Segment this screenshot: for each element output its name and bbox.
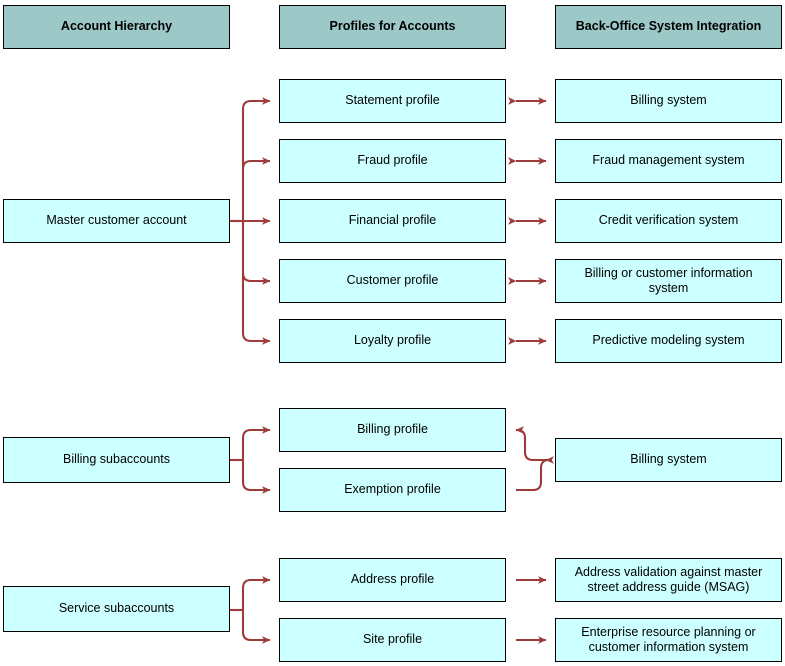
node-label: Exemption profile <box>344 482 441 497</box>
node-label: Enterprise resource planning or customer… <box>581 624 756 654</box>
node-predictive-modeling-system[interactable]: Predictive modeling system <box>555 319 782 363</box>
node-label: Master customer account <box>46 213 187 228</box>
connector-billing-system-to-billing-profile <box>515 426 546 462</box>
node-label: Billing profile <box>357 422 428 437</box>
connector-master-to-statement <box>241 97 271 110</box>
node-label: Credit verification system <box>598 213 739 228</box>
node-label: Billing system <box>630 452 707 467</box>
node-label: Loyalty profile <box>353 333 432 348</box>
column-header-label: Back-Office System Integration <box>575 19 762 34</box>
node-billing-system-shared[interactable]: Billing system <box>555 438 782 482</box>
node-label: Site profile <box>362 632 423 647</box>
connector-master-to-fraud <box>241 157 271 170</box>
column-header-account-hierarchy: Account Hierarchy <box>3 5 230 49</box>
node-address-profile[interactable]: Address profile <box>279 558 506 602</box>
connector-exemption-profile-to-billing-system <box>516 456 554 492</box>
connector-master-to-customer <box>241 272 271 285</box>
node-billing-system-statement[interactable]: Billing system <box>555 79 782 123</box>
node-msag-address-validation[interactable]: Address validation against master street… <box>555 558 782 602</box>
node-label: Customer profile <box>346 273 439 288</box>
node-label: Billing subaccounts <box>62 452 170 467</box>
node-erp-or-customer-information-system[interactable]: Enterprise resource planning or customer… <box>555 618 782 662</box>
node-label: Fraud management system <box>592 153 745 168</box>
column-header-profiles-for-accounts: Profiles for Accounts <box>279 5 506 49</box>
column-header-back-office-system-integration: Back-Office System Integration <box>555 5 782 49</box>
node-master-customer-account[interactable]: Master customer account <box>3 199 230 243</box>
connector-billing-to-exemption-profile <box>241 481 271 494</box>
connector-master-to-loyalty <box>241 332 271 345</box>
node-label: Fraud profile <box>357 153 428 168</box>
node-statement-profile[interactable]: Statement profile <box>279 79 506 123</box>
node-loyalty-profile[interactable]: Loyalty profile <box>279 319 506 363</box>
node-credit-verification-system[interactable]: Credit verification system <box>555 199 782 243</box>
connector-service-to-site-profile <box>241 631 271 644</box>
node-label: Statement profile <box>345 93 440 108</box>
node-label: Billing system <box>630 93 707 108</box>
node-service-subaccounts[interactable]: Service subaccounts <box>3 586 230 632</box>
node-label: Financial profile <box>348 213 437 228</box>
column-header-label: Account Hierarchy <box>60 19 173 34</box>
node-billing-or-customer-information-system[interactable]: Billing or customer information system <box>555 259 782 303</box>
connector-billing-to-billing-profile <box>241 426 271 439</box>
node-site-profile[interactable]: Site profile <box>279 618 506 662</box>
connector-service-to-address-profile <box>241 576 271 589</box>
node-label: Address validation against master street… <box>574 564 763 594</box>
column-header-label: Profiles for Accounts <box>329 19 456 34</box>
node-fraud-management-system[interactable]: Fraud management system <box>555 139 782 183</box>
node-customer-profile[interactable]: Customer profile <box>279 259 506 303</box>
node-billing-profile[interactable]: Billing profile <box>279 408 506 452</box>
node-billing-subaccounts[interactable]: Billing subaccounts <box>3 437 230 483</box>
node-label: Address profile <box>350 572 435 587</box>
node-label: Service subaccounts <box>58 601 175 616</box>
node-exemption-profile[interactable]: Exemption profile <box>279 468 506 512</box>
node-fraud-profile[interactable]: Fraud profile <box>279 139 506 183</box>
node-label: Predictive modeling system <box>592 333 745 348</box>
node-label: Billing or customer information system <box>584 265 753 295</box>
node-financial-profile[interactable]: Financial profile <box>279 199 506 243</box>
